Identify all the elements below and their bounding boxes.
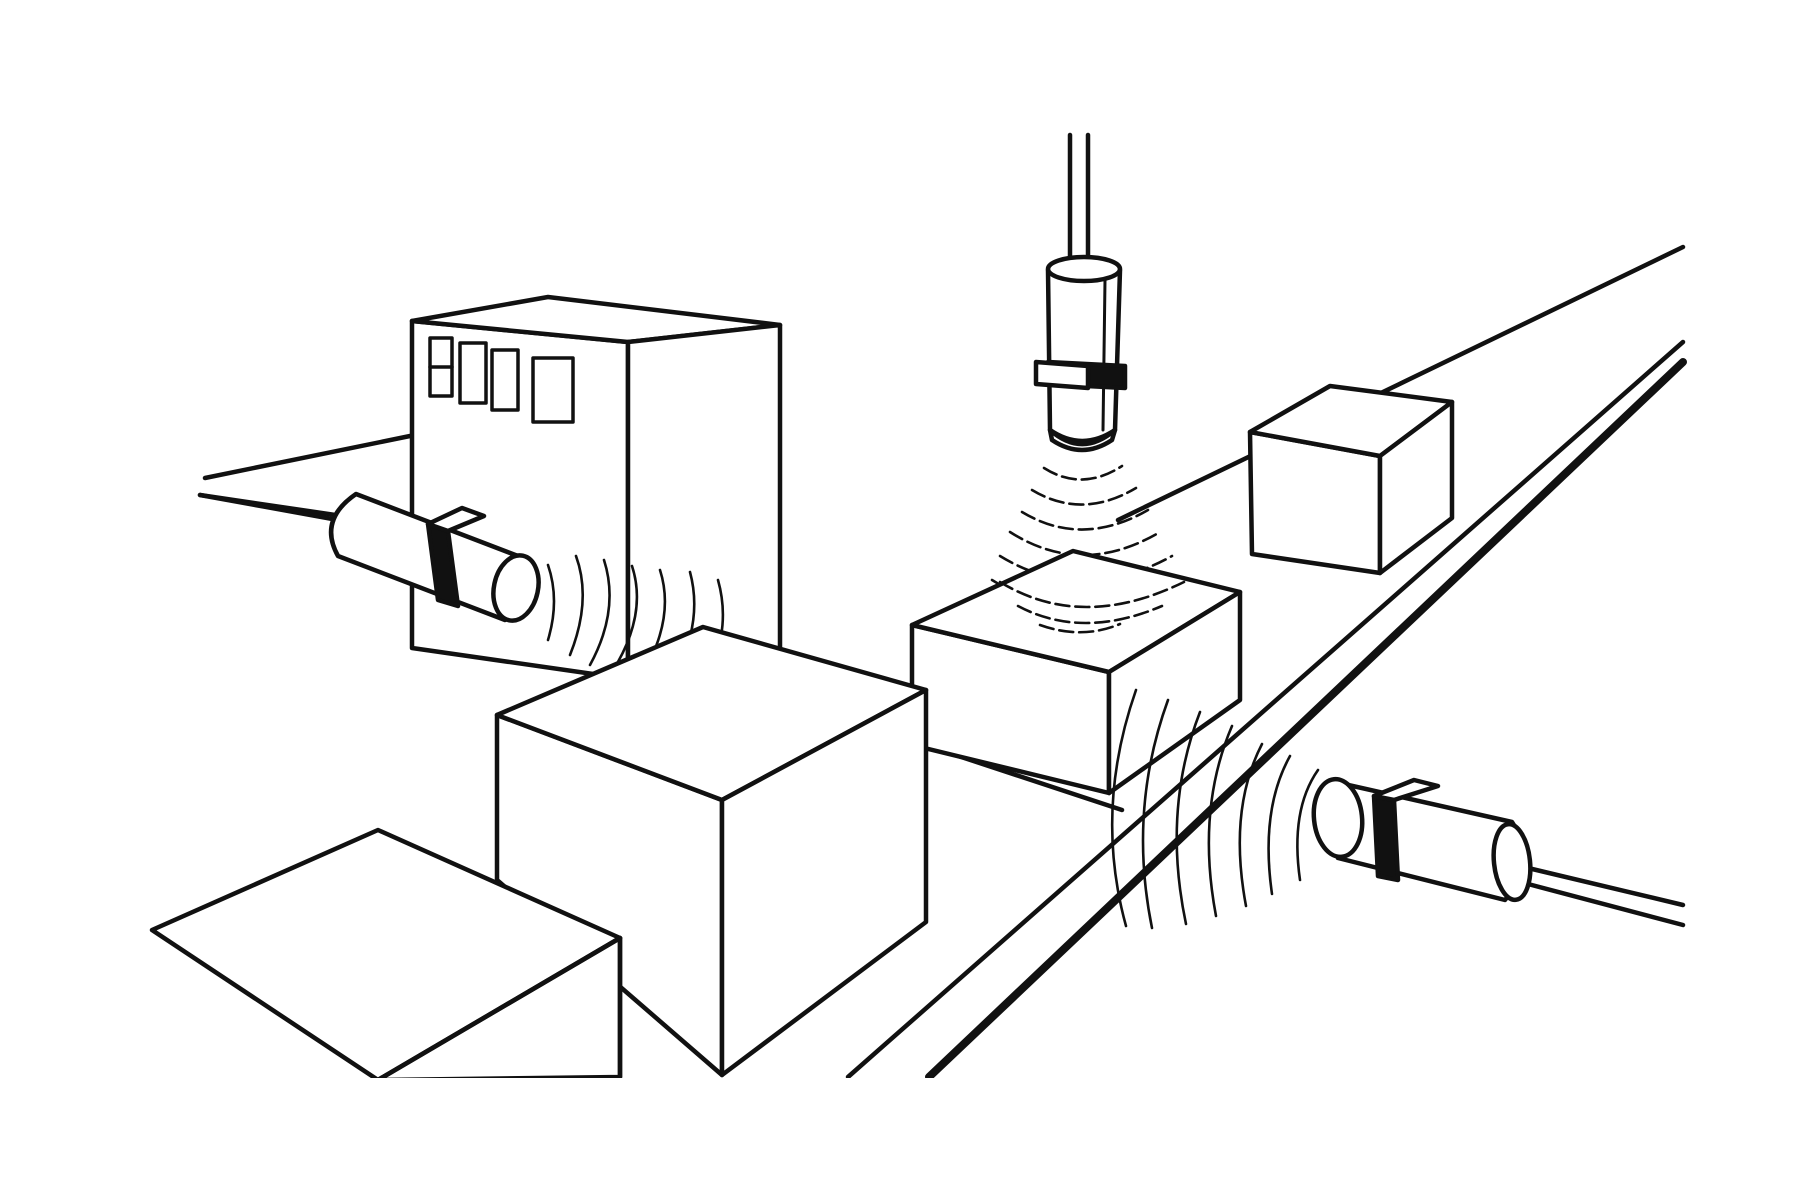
right-sensor-clamp: [1371, 793, 1401, 883]
right-sensor-clamp-top: [1371, 777, 1441, 803]
cabinet-front: [409, 318, 631, 682]
top-ultrasonic-sensor-icon: [1033, 132, 1128, 453]
right-sensor-face: [1311, 776, 1365, 860]
front-large-box: [494, 624, 929, 1078]
right-sensor-cable-a: [1525, 865, 1686, 908]
bottom-crop-mask: [0, 1078, 1800, 1200]
right-ultrasonic-sensor-icon: [1311, 776, 1686, 928]
left-sensor-clamp-top: [425, 505, 487, 534]
left-sensor-cable: [197, 492, 341, 523]
conveyor-box-middle: [909, 548, 1243, 796]
conveyor-box-back: [1247, 383, 1455, 576]
left-ultrasonic-sensor-icon: [197, 491, 541, 623]
left-sensor-face: [491, 553, 541, 623]
middle-box-side: [1106, 589, 1243, 796]
top-sensor-clamp-face: [1033, 359, 1091, 391]
foreground-block: [149, 827, 623, 1083]
top-sensor-body: [1045, 258, 1123, 444]
display-cabinet-box: [409, 294, 783, 682]
front-box-side: [719, 687, 929, 1078]
right-sensor-rear: [1491, 821, 1533, 903]
conveyor-back-rail: [1115, 244, 1686, 523]
top-sensor-groove: [1101, 278, 1107, 432]
top-sensor-face: [1047, 427, 1118, 453]
back-box-side: [1377, 399, 1455, 576]
top-sensor-cap: [1045, 254, 1123, 284]
top-sound-wave-overlay: [998, 580, 1186, 634]
conveyor-top-rail: [845, 339, 1686, 1080]
digit-display-panel: [428, 336, 575, 424]
conveyor-front-rail: [925, 358, 1687, 1081]
right-sound-wave-icon: [1110, 688, 1320, 930]
right-sensor-cable-b: [1525, 881, 1686, 928]
